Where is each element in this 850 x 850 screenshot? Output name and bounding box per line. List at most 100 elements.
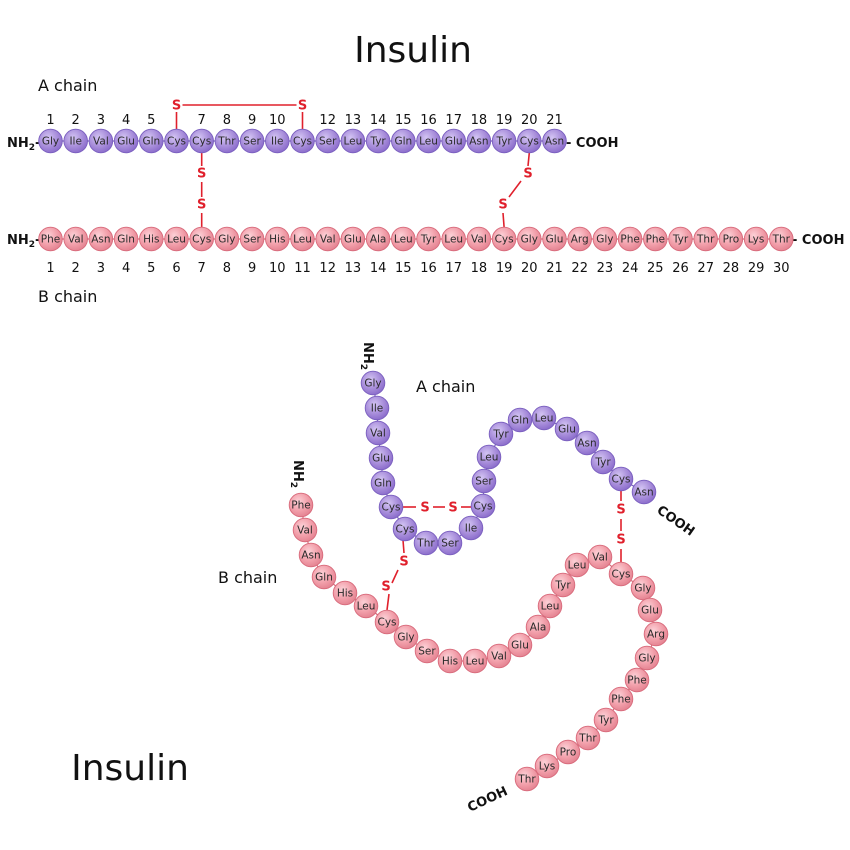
svg-text:Cys: Cys [473, 501, 492, 513]
folded-b26: Tyr [593, 707, 619, 733]
folded-b-nh2-terminal: NH2 [288, 460, 305, 488]
svg-text:Gly: Gly [364, 378, 381, 390]
b-number-8: 8 [223, 261, 231, 276]
svg-text:Gln: Gln [142, 136, 160, 148]
b-chain-label: B chain [38, 287, 97, 306]
linear-b8: Gly [214, 226, 240, 252]
nh2-text: NH [7, 136, 29, 151]
a-number-1: 1 [46, 113, 54, 128]
folded-b24: Phe [624, 667, 650, 693]
folded-b9: Ser [414, 638, 440, 664]
linear-b10: His [265, 226, 290, 252]
svg-text:Gly: Gly [634, 583, 651, 595]
linear-b29: Lys [743, 226, 769, 252]
folded-b8: Gly [393, 624, 419, 650]
a-number-2: 2 [72, 113, 80, 128]
svg-text:Cys: Cys [293, 136, 312, 148]
folded-b28: Pro [555, 739, 581, 765]
b-number-12: 12 [319, 261, 336, 276]
svg-text:Cys: Cys [395, 524, 414, 536]
b-number-24: 24 [622, 261, 639, 276]
svg-text:Gln: Gln [374, 478, 392, 490]
linear-b22: Arg [567, 226, 592, 252]
folded-b18: Val [587, 544, 613, 570]
b-number-9: 9 [248, 261, 256, 276]
linear-a17: Glu [441, 128, 466, 154]
svg-text:Leu: Leu [167, 234, 186, 246]
svg-text:Ile: Ile [69, 136, 81, 148]
svg-text:Asn: Asn [545, 136, 564, 148]
b-number-30: 30 [773, 261, 790, 276]
a-number-20: 20 [521, 113, 538, 128]
linear-b25: Phe [643, 226, 668, 252]
folded-sulfur-a11: S [448, 501, 457, 516]
svg-text:Cys: Cys [611, 569, 630, 581]
folded-b6: Leu [353, 593, 379, 619]
svg-text:Cys: Cys [520, 136, 539, 148]
svg-text:Tyr: Tyr [369, 136, 386, 148]
svg-text:Val: Val [297, 525, 313, 537]
folded-b30: Thr [514, 766, 540, 792]
svg-text:Ser: Ser [441, 538, 459, 550]
b-number-7: 7 [198, 261, 206, 276]
a-number-3: 3 [97, 113, 105, 128]
folded-sulfur-a6: S [420, 501, 429, 516]
a-chain-nh2-terminal: NH2- [7, 136, 40, 153]
b-number-21: 21 [546, 261, 563, 276]
svg-text:Leu: Leu [535, 413, 554, 425]
b-number-11: 11 [294, 261, 311, 276]
folded-a13: Leu [476, 444, 502, 470]
folded-a4: Glu [368, 445, 394, 471]
linear-a14: Tyr [365, 128, 391, 154]
svg-text:Leu: Leu [480, 452, 499, 464]
folded-sulfur-b7: S [381, 580, 390, 595]
linear-a3: Val [88, 128, 114, 154]
folded-sulfur-b19: S [616, 533, 625, 548]
svg-text:Gly: Gly [42, 136, 59, 148]
b-number-17: 17 [445, 261, 462, 276]
linear-a11: Cys [290, 128, 315, 154]
svg-text:Leu: Leu [357, 601, 376, 613]
b-number-15: 15 [395, 261, 412, 276]
b-number-26: 26 [672, 261, 689, 276]
folded-a19: Tyr [590, 449, 616, 475]
bottom-title: Insulin [71, 748, 189, 789]
a-chain-label: A chain [38, 76, 97, 95]
a-number-4: 4 [122, 113, 130, 128]
folded-a12: Ser [471, 468, 497, 494]
linear-b17: Leu [441, 226, 466, 252]
svg-text:Ser: Ser [319, 136, 337, 148]
a-chain-folded-label: A chain [416, 377, 475, 396]
nh2-subscript: 2 [29, 143, 35, 153]
svg-text:His: His [269, 234, 285, 246]
svg-text:Thr: Thr [772, 234, 791, 246]
sulfur-b7: S [197, 198, 206, 213]
folded-b22: Arg [643, 621, 669, 647]
linear-b4: Gln [113, 226, 139, 252]
linear-b1: Phe [38, 226, 63, 252]
svg-text:Leu: Leu [568, 560, 587, 572]
svg-text:Pro: Pro [723, 234, 740, 246]
svg-text:Phe: Phe [611, 694, 630, 706]
a-chain-cooh-terminal: - COOH [566, 136, 618, 151]
linear-b23: Gly [592, 226, 618, 252]
svg-text:Gln: Gln [315, 572, 333, 584]
b-number-20: 20 [521, 261, 538, 276]
svg-text:Tyr: Tyr [554, 580, 571, 592]
folded-b5: His [332, 580, 358, 606]
b-number-27: 27 [697, 261, 714, 276]
bond-a20-b19-upper [527, 152, 531, 167]
svg-text:Cys: Cys [611, 474, 630, 486]
folded-a16: Leu [531, 405, 557, 431]
svg-text:Gly: Gly [521, 234, 538, 246]
folded-a1: Gly [360, 370, 386, 396]
a-number-16: 16 [420, 113, 437, 128]
linear-b30: Thr [769, 226, 794, 252]
svg-text:Phe: Phe [291, 500, 310, 512]
folded-sulfur-a20: S [616, 503, 625, 518]
svg-text:Pro: Pro [560, 747, 577, 759]
folded-a9: Ser [437, 530, 463, 556]
svg-text:Tyr: Tyr [420, 234, 437, 246]
